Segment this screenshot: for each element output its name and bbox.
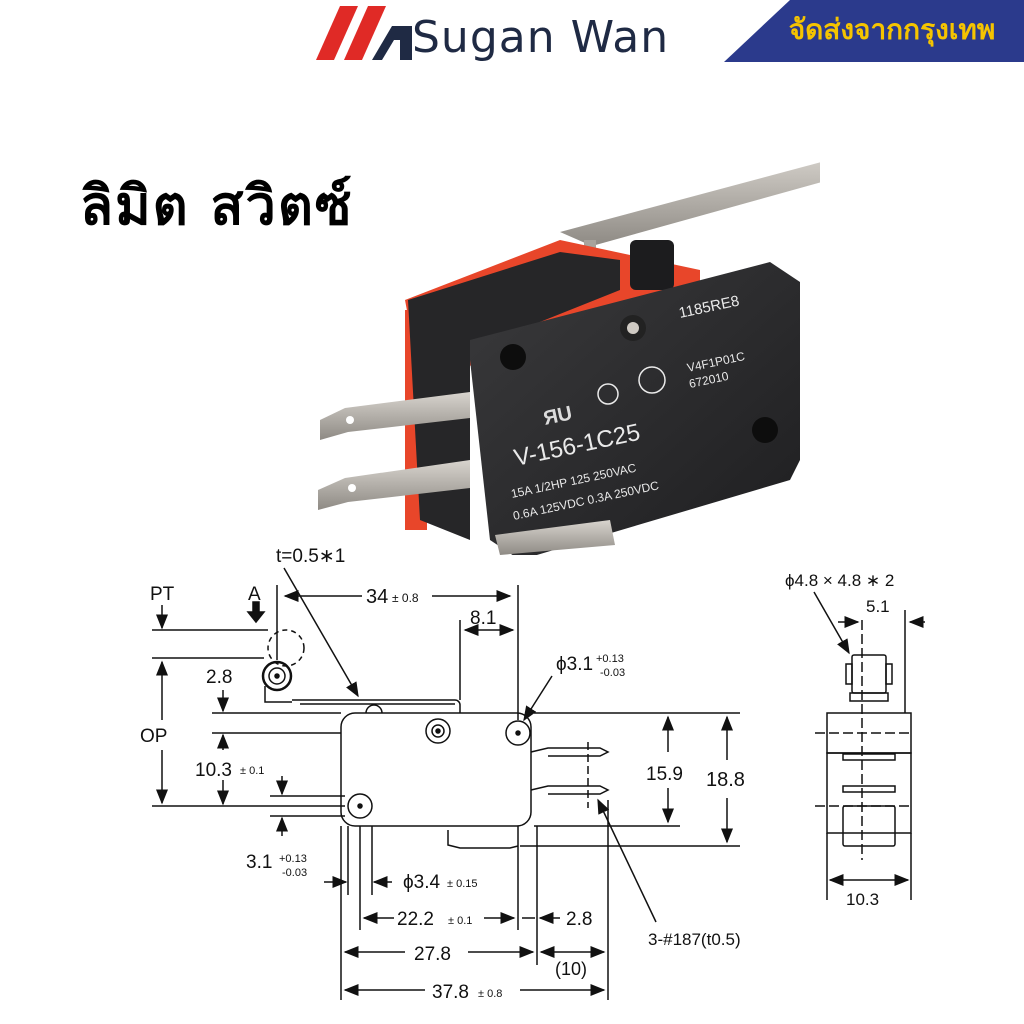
svg-text:± 0.8: ± 0.8 — [478, 988, 502, 1000]
lever-thickness-label: t=0.5∗1 — [276, 546, 345, 567]
svg-text:15.9: 15.9 — [646, 764, 683, 785]
product-title: ลิมิต สวิตซ์ — [80, 174, 354, 237]
svg-text:(10): (10) — [555, 959, 587, 979]
svg-text:-0.03: -0.03 — [600, 667, 625, 679]
svg-text:22.2: 22.2 — [397, 909, 434, 930]
svg-text:± 0.1: ± 0.1 — [448, 915, 472, 927]
svg-text:A: A — [248, 584, 261, 605]
svg-text:8.1: 8.1 — [470, 608, 496, 629]
svg-text:18.8: 18.8 — [706, 769, 745, 791]
ccc-logo-icon — [638, 366, 666, 394]
svg-text:± 0.8: ± 0.8 — [392, 591, 419, 605]
brand-name: Sugan Wan — [412, 12, 670, 63]
svg-text:ϕ4.8 × 4.8 ∗ 2: ϕ4.8 × 4.8 ∗ 2 — [785, 571, 894, 590]
svg-text:+0.13: +0.13 — [596, 653, 624, 665]
svg-text:ϕ3.1: ϕ3.1 — [556, 654, 593, 675]
svg-text:34: 34 — [366, 586, 388, 608]
svg-text:2.8: 2.8 — [566, 909, 592, 930]
svg-text:PT: PT — [150, 584, 175, 605]
svg-text:10.3: 10.3 — [846, 890, 879, 909]
dimension-drawing: t=0.5∗1 PT A 34 ± 0.8 8.1 2.8 OP 10.3 ± … — [140, 546, 925, 1003]
brand-logo-icon — [316, 6, 412, 60]
svg-text:± 0.1: ± 0.1 — [240, 765, 264, 777]
svg-text:5.1: 5.1 — [866, 597, 890, 616]
svg-text:27.8: 27.8 — [414, 944, 451, 965]
svg-text:+0.13: +0.13 — [279, 853, 307, 865]
svg-text:-0.03: -0.03 — [282, 867, 307, 879]
svg-text:± 0.15: ± 0.15 — [447, 878, 478, 890]
shipping-banner-bg — [724, 0, 1024, 62]
svg-text:2.8: 2.8 — [206, 667, 232, 688]
svg-text:10.3: 10.3 — [195, 760, 232, 781]
svg-text:37.8: 37.8 — [432, 982, 469, 1003]
svg-text:OP: OP — [140, 726, 167, 747]
svg-text:3.1: 3.1 — [246, 852, 272, 873]
svg-text:ϕ3.4: ϕ3.4 — [403, 872, 440, 893]
sr-logo-icon — [597, 383, 619, 405]
product-photo: 1185RE8 V4F1P01C 672010 ЯU V-156-1C25 15… — [318, 162, 820, 555]
shipping-banner-text: จัดส่งจากกรุงเทพ — [788, 13, 996, 46]
header: Sugan Wan จัดส่งจากกรุงเทพ — [0, 0, 1024, 70]
svg-text:3-#187(t0.5): 3-#187(t0.5) — [648, 930, 741, 949]
